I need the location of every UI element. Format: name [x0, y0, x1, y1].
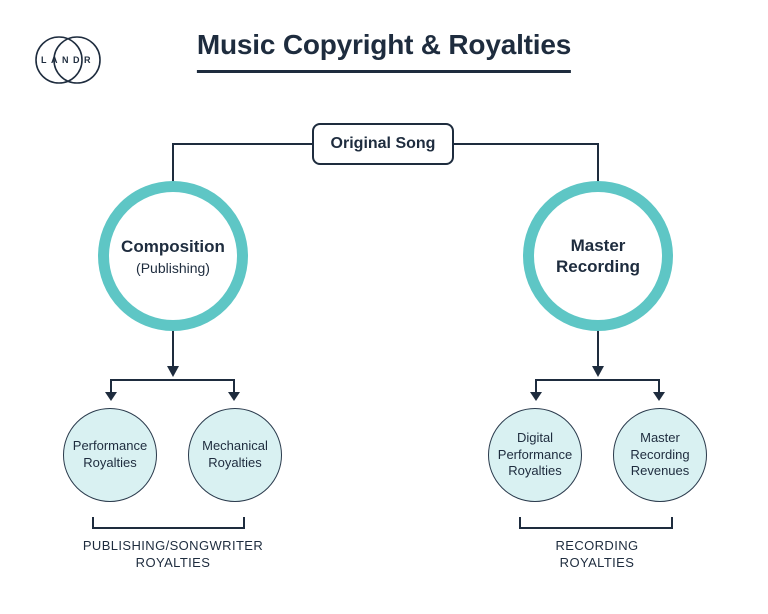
bracket-left [92, 517, 245, 529]
node-performance-royalties: Performance Royalties [63, 408, 157, 502]
page-title: Music Copyright & Royalties [196, 29, 571, 73]
bracket-right [519, 517, 673, 529]
node-digital-performance-royalties: Digital Performance Royalties [488, 408, 582, 502]
logo-left-circle [35, 36, 83, 84]
arrowhead-right-child2 [653, 392, 665, 401]
group-label-recording: RECORDING ROYALTIES [457, 537, 737, 571]
node-original-song: Original Song [312, 123, 454, 165]
node-digital-performance-royalties-label: Digital Performance Royalties [497, 429, 573, 479]
group-label-publishing-line2: ROYALTIES [135, 555, 211, 570]
node-master-recording-label: Master Recording [555, 235, 641, 276]
branch-bar-left [110, 379, 235, 394]
branch-bar-right [535, 379, 660, 394]
node-mechanical-royalties-label: Mechanical Royalties [202, 438, 268, 470]
node-performance-royalties-label: Performance Royalties [72, 438, 148, 470]
landr-logo-icon: LANDR [35, 36, 101, 84]
header: Music Copyright & Royalties [196, 29, 571, 73]
arrowhead-composition [167, 366, 179, 377]
node-master-recording-revenues-label: Master Recording Revenues [630, 429, 690, 479]
group-label-publishing-line1: PUBLISHING/SONGWRITER [82, 538, 264, 553]
node-composition-label: Composition [121, 237, 225, 257]
logo-text: LANDR [41, 55, 95, 65]
group-label-publishing: PUBLISHING/SONGWRITER ROYALTIES [33, 537, 313, 571]
node-master-recording: Master Recording [523, 181, 673, 331]
group-label-recording-line1: RECORDING [555, 538, 639, 553]
arrowhead-left-child2 [228, 392, 240, 401]
arrowhead-master [592, 366, 604, 377]
node-master-recording-revenues: Master Recording Revenues [613, 408, 707, 502]
node-mechanical-royalties: Mechanical Royalties [188, 408, 282, 502]
arrowhead-left-child1 [105, 392, 117, 401]
logo-right-circle [53, 36, 101, 84]
node-original-song-label: Original Song [330, 135, 436, 152]
connector-root-to-master [453, 143, 599, 195]
node-composition: Composition (Publishing) [98, 181, 248, 331]
arrowhead-right-child1 [530, 392, 542, 401]
group-label-recording-line2: ROYALTIES [559, 555, 635, 570]
connector-root-to-composition [172, 143, 312, 195]
node-composition-sublabel: (Publishing) [136, 259, 210, 276]
